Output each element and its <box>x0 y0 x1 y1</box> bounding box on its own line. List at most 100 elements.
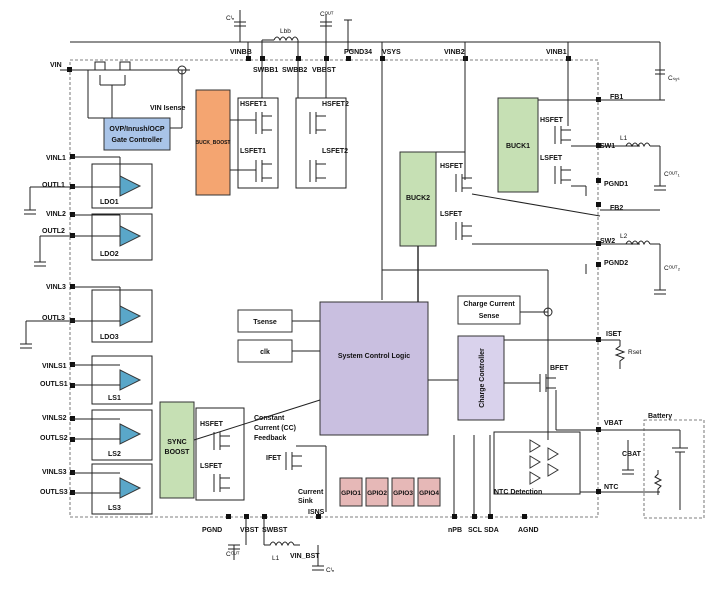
boost-label: BOOST <box>165 449 191 456</box>
ovp-line1: OVP/Inrush/OCP <box>109 126 165 133</box>
l2-inductor <box>625 240 651 246</box>
pin-vinls1: VINLS1 <box>42 363 67 370</box>
ls1-label: LS1 <box>108 395 121 402</box>
lbb-label: Lbb <box>280 28 291 35</box>
pin-pgnd34: PGND34 <box>344 49 372 56</box>
ifet-label: IFET <box>266 455 282 462</box>
battery-label: Battery <box>648 413 672 420</box>
ntc-detection-label: NTC Detection <box>494 489 542 496</box>
pin-outls3: OUTLS3 <box>40 489 68 496</box>
buck2-lsfet-label: LSFET <box>440 211 463 218</box>
cout1-label: Cᴼᵁᵀ₁ <box>664 171 681 178</box>
cc-line3: Feedback <box>254 435 286 442</box>
sync-label: SYNC <box>167 439 186 446</box>
pin-ntc: NTC <box>604 484 618 491</box>
ccs-line2: Sense <box>479 313 500 320</box>
pin-swbst: SWBST <box>262 527 288 534</box>
ls2-group: VINLS2 OUTLS2 LS2 <box>40 409 153 461</box>
vin-bst-label: VIN_BST <box>290 553 320 560</box>
rset-resistor <box>614 340 626 369</box>
gpio4-label: GPIO4 <box>419 490 439 497</box>
cc-line1: Constant <box>254 415 285 422</box>
cout-bottom-label: Cᴼᵁᵀ <box>226 551 240 558</box>
gpio3-block <box>391 477 415 507</box>
battery-block <box>643 419 705 519</box>
clk-label: clk <box>260 349 270 356</box>
gpio2-label: GPIO2 <box>367 490 387 497</box>
gpio3-label: GPIO3 <box>393 490 413 497</box>
pin-fb2: FB2 <box>610 205 623 212</box>
system-control-logic <box>319 301 429 436</box>
pin-outl1: OUTL1 <box>42 182 65 189</box>
ldo1-group: VINL1 OUTL1 LDO1 <box>24 154 153 215</box>
pin-outls2: OUTLS2 <box>40 435 68 442</box>
buck2-block <box>399 151 437 247</box>
pin-outl2: OUTL2 <box>42 228 65 235</box>
pin-vinbb: VINBB <box>230 49 252 56</box>
ldo2-amp-icon <box>119 225 142 247</box>
buck2-hsfet-label: HSFET <box>440 163 464 170</box>
gpio1-label: GPIO1 <box>341 490 361 497</box>
pin-vinb2: VINB2 <box>444 49 465 56</box>
ls3-amp-icon <box>119 477 142 499</box>
ldo3-label: LDO3 <box>100 334 119 341</box>
pin-vinl1: VINL1 <box>46 155 66 162</box>
pin-sda: SDA <box>484 527 499 534</box>
buck1-label: BUCK1 <box>506 143 530 150</box>
bfet-label: BFET <box>550 365 569 372</box>
pin-sw2: SW2 <box>600 238 615 245</box>
pin-vinl3: VINL3 <box>46 284 66 291</box>
pin-outls1: OUTLS1 <box>40 381 68 388</box>
buck1-block <box>497 97 539 193</box>
csys-label: Cₛᵧₛ <box>668 75 680 82</box>
pin-pgnd: PGND <box>202 527 222 534</box>
l1-bottom-inductor <box>264 541 300 547</box>
buck1-lsfet-label: LSFET <box>540 155 563 162</box>
hsfet2-label: HSFET2 <box>322 101 349 108</box>
pin-outl3: OUTL3 <box>42 315 65 322</box>
gpio1-block <box>339 477 363 507</box>
ls1-amp-icon <box>119 369 142 391</box>
vin-isense-label: VIN Isense <box>150 105 186 112</box>
ldo2-group: VINL2 OUTL2 LDO2 <box>34 211 153 267</box>
ls1-group: VINLS1 OUTLS1 LS1 <box>40 355 153 405</box>
pin-vbat: VBAT <box>604 420 623 427</box>
pin-vinls2: VINLS2 <box>42 415 67 422</box>
sb-hsfet-label: HSFET <box>200 421 224 428</box>
buck-boost-block <box>195 89 231 196</box>
buck-boost-label: BUCK_BOOST <box>195 140 230 146</box>
l1-bottom-label: L1 <box>272 555 280 562</box>
pin-fb1: FB1 <box>610 94 623 101</box>
cbat-label: CBAT <box>622 451 642 458</box>
lsfet2-label: LSFET2 <box>322 148 348 155</box>
buck1-hsfet-label: HSFET <box>540 117 564 124</box>
pin-sw1: SW1 <box>600 143 615 150</box>
charge-controller-label: Charge Controller <box>479 348 486 408</box>
l1-inductor <box>625 142 651 148</box>
sb-lsfet-label: LSFET <box>200 463 223 470</box>
gpio2-block <box>365 477 389 507</box>
pin-vinl2: VINL2 <box>46 211 66 218</box>
cin-label: Cᴵₙ <box>226 15 235 22</box>
pin-vbbst: VBBST <box>312 67 336 74</box>
pin-swbb2: SWBB2 <box>282 67 307 74</box>
pin-pgnd2: PGND2 <box>604 260 628 267</box>
ntc-thermistor <box>653 470 663 495</box>
l1-label: L1 <box>620 135 628 142</box>
pin-agnd: AGND <box>518 527 539 534</box>
charge-controller <box>457 335 505 421</box>
ldo3-amp-icon <box>119 305 142 327</box>
cout-top-label: Cᴼᵁᵀ <box>320 11 334 18</box>
charge-current-sense <box>457 295 521 325</box>
cin-bottom-label: Cᴵₙ <box>326 567 335 574</box>
lsfet1-label: LSFET1 <box>240 148 266 155</box>
ls3-group: VINLS3 OUTLS3 LS3 <box>40 463 153 515</box>
current-sink-1: Current <box>298 489 324 496</box>
l2-label: L2 <box>620 233 628 240</box>
rset-label: Rset <box>628 349 642 356</box>
gpio4-block <box>417 477 441 507</box>
buck2-label: BUCK2 <box>406 195 430 202</box>
pin-iset: ISET <box>606 331 622 338</box>
lbb-inductor <box>273 36 299 42</box>
hsfet1-label: HSFET1 <box>240 101 267 108</box>
